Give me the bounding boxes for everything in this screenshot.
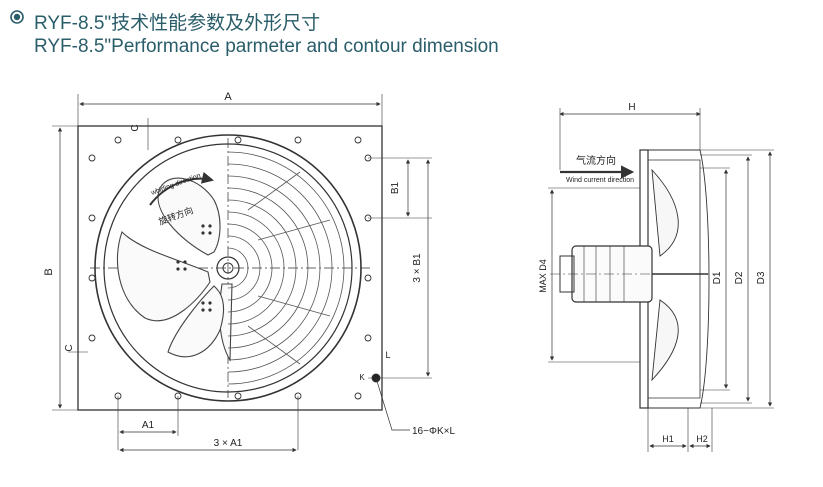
dim-C-left-label: C [64,344,75,351]
title-english: RYF-8.5"Performance parmeter and contour… [34,36,499,57]
dim-A1-label: A1 [142,420,155,431]
dim-D2-label: D2 [734,271,745,284]
dim-D1-label: D1 [712,271,723,284]
guard-rings [227,151,345,385]
mounting-holes [88,136,381,400]
dim-B1-label: B1 [390,181,401,194]
dim-K-label: K [359,373,365,382]
airflow-label-en: Wind current direction [566,177,634,184]
dim-D3-label: D3 [756,271,767,284]
fan-blades [116,177,233,362]
title-chinese: RYF-8.5"技术性能参数及外形尺寸 [34,13,321,34]
hole-callout: 16−ΦK×L [412,426,455,437]
circle-bullet-icon [10,10,24,24]
hub [216,256,240,280]
front-view [52,94,432,453]
dim-3A1-label: 3 × A1 [214,438,243,449]
airflow-label-cn: 气流方向 [576,154,616,167]
dim-H1-label: H1 [662,434,674,444]
dim-A-label: A [224,91,232,103]
dim-3B1-label: 3 × B1 [412,253,423,283]
dim-B-label: B [43,268,55,275]
dim-C-top-label: C [130,124,141,131]
mounting-plate [77,125,383,411]
side-view [548,108,774,452]
dim-L-label: L [385,350,390,360]
dim-H-label: H [628,102,635,113]
dim-maxD4-label: MAX D4 [538,259,548,293]
dim-H2-label: H2 [696,434,708,444]
